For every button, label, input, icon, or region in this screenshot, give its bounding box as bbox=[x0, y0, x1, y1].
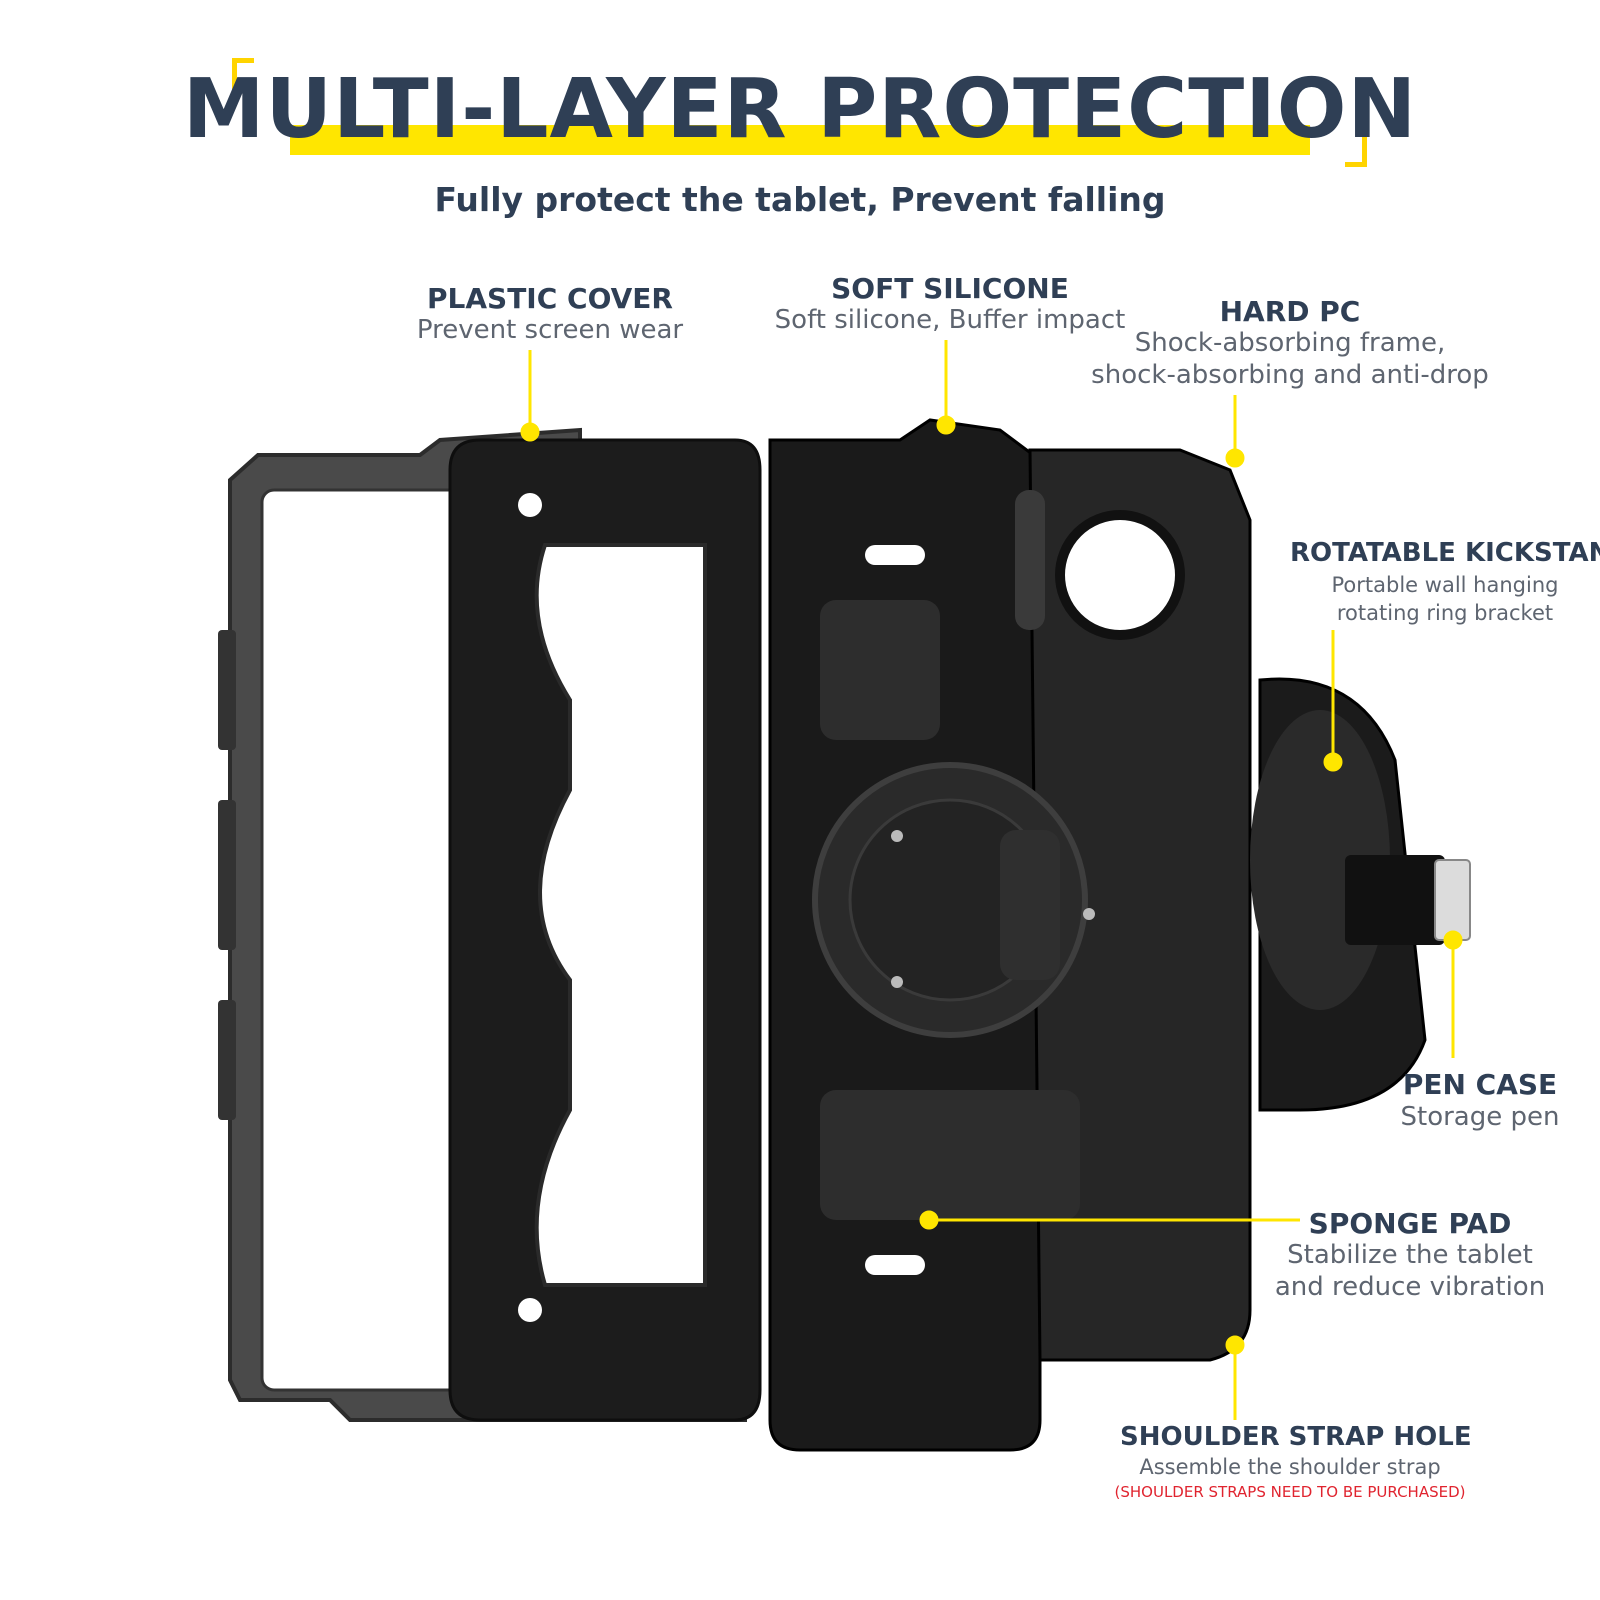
shoulder-strap-purchase-note: (SHOULDER STRAPS NEED TO BE PURCHASED) bbox=[1114, 1483, 1466, 1501]
shoulder-strap-hole-desc: Assemble the shoulder strap bbox=[1139, 1455, 1441, 1479]
sponge-pad-title: SPONGE PAD bbox=[1308, 1207, 1512, 1240]
kickstand-desc-line2: rotating ring bracket bbox=[1336, 601, 1554, 625]
callout-leader-lines bbox=[520, 340, 1463, 1420]
soft-silicone-desc: Soft silicone, Buffer impact bbox=[774, 305, 1126, 335]
sponge-pad-desc-line1: Stabilize the tablet bbox=[1287, 1240, 1533, 1270]
page-title: MULTI-LAYER PROTECTION bbox=[182, 62, 1418, 157]
hard-pc-layer bbox=[768, 418, 1252, 1452]
hard-pc-title: HARD PC bbox=[1219, 295, 1361, 328]
shoulder-strap-hole-title: SHOULDER STRAP HOLE bbox=[1120, 1422, 1472, 1452]
soft-silicone-layer bbox=[448, 438, 762, 1422]
pen-case-desc: Storage pen bbox=[1400, 1102, 1560, 1132]
title-bracket-right bbox=[1345, 125, 1367, 167]
plastic-cover-desc: Prevent screen wear bbox=[416, 315, 684, 345]
sponge-pad-desc-line2: and reduce vibration bbox=[1274, 1272, 1546, 1302]
title-bracket-left bbox=[232, 58, 254, 100]
hard-pc-desc-line2: shock-absorbing and anti-drop bbox=[1091, 360, 1489, 390]
soft-silicone-title: SOFT SILICONE bbox=[831, 272, 1069, 305]
hard-pc-desc-line1: Shock-absorbing frame, bbox=[1134, 328, 1446, 358]
kickstand-title: ROTATABLE KICKSTAND bbox=[1290, 538, 1600, 568]
page-subtitle: Fully protect the tablet, Prevent fallin… bbox=[434, 180, 1166, 219]
kickstand-desc-line1: Portable wall hanging bbox=[1331, 573, 1559, 597]
pen-case-title: PEN CASE bbox=[1402, 1068, 1558, 1101]
rotatable-kickstand bbox=[1250, 677, 1471, 1112]
plastic-cover-title: PLASTIC COVER bbox=[427, 282, 673, 315]
title-highlight-bar bbox=[290, 125, 1310, 155]
